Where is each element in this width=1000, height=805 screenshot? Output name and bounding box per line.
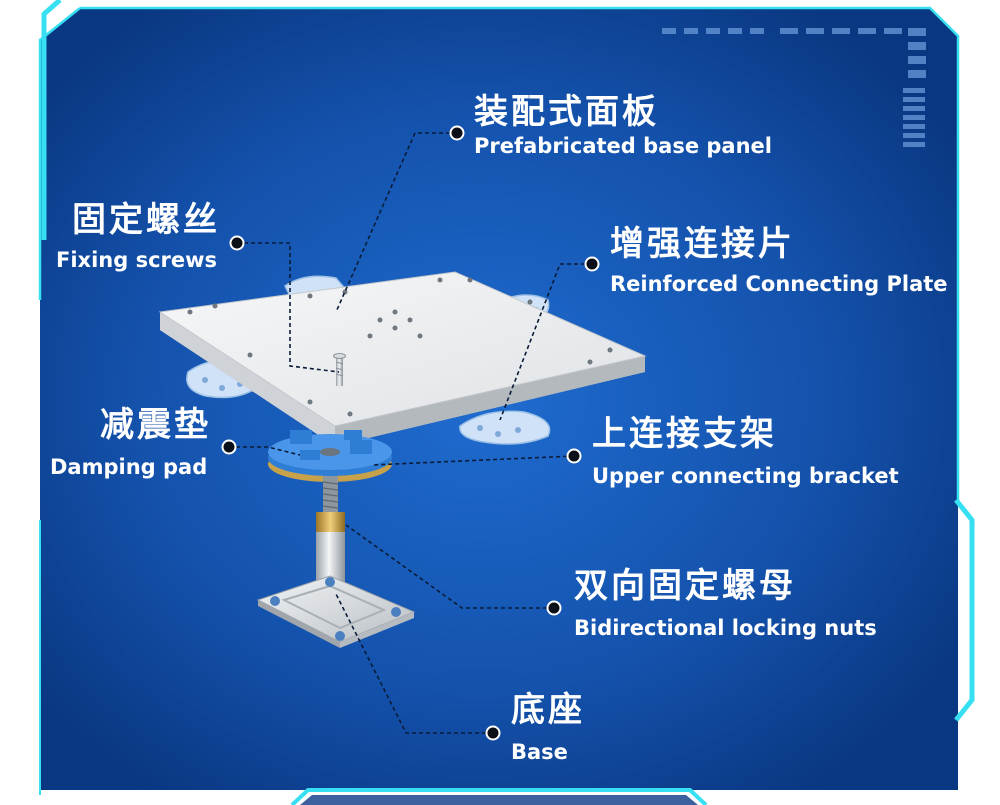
callout-screws: 固定螺丝 Fixing screws bbox=[56, 200, 220, 274]
base-plate bbox=[256, 575, 416, 648]
callout-plate-zh: 增强连接片 bbox=[610, 224, 795, 264]
callout-damping: 减震垫 Damping pad bbox=[50, 405, 211, 481]
callout-bracket-zh: 上连接支架 bbox=[592, 414, 777, 454]
callout-panel-zh: 装配式面板 bbox=[474, 92, 659, 132]
fixing-screw bbox=[336, 356, 343, 386]
callout-screws-zh: 固定螺丝 bbox=[72, 200, 220, 240]
callout-damping-en: Damping pad bbox=[50, 455, 208, 479]
callout-panel: 装配式面板 Prefabricated base panel bbox=[474, 92, 772, 160]
leader-dots bbox=[221, 125, 600, 741]
callout-base-en: Base bbox=[511, 740, 568, 764]
frame-border bbox=[80, 6, 960, 500]
callout-bracket-en: Upper connecting bracket bbox=[592, 464, 899, 488]
callout-nuts-en: Bidirectional locking nuts bbox=[574, 616, 877, 640]
decorative-ticks bbox=[662, 28, 926, 147]
callout-damping-zh: 减震垫 bbox=[100, 405, 211, 445]
callout-nuts-zh: 双向固定螺母 bbox=[574, 566, 796, 606]
callout-bracket: 上连接支架 Upper connecting bracket bbox=[592, 414, 899, 490]
callout-panel-en: Prefabricated base panel bbox=[474, 134, 772, 158]
callout-plate: 增强连接片 Reinforced Connecting Plate bbox=[610, 224, 948, 298]
callout-nuts: 双向固定螺母 Bidirectional locking nuts bbox=[574, 566, 877, 642]
upper-connecting-bracket bbox=[268, 430, 392, 482]
callout-base-zh: 底座 bbox=[511, 690, 585, 730]
callout-plate-en: Reinforced Connecting Plate bbox=[610, 272, 948, 296]
locking-nut bbox=[316, 512, 345, 532]
callout-base: 底座 Base bbox=[511, 690, 585, 766]
prefabricated-panel bbox=[158, 271, 647, 446]
leader-lines bbox=[229, 132, 592, 734]
callout-screws-en: Fixing screws bbox=[56, 248, 218, 272]
